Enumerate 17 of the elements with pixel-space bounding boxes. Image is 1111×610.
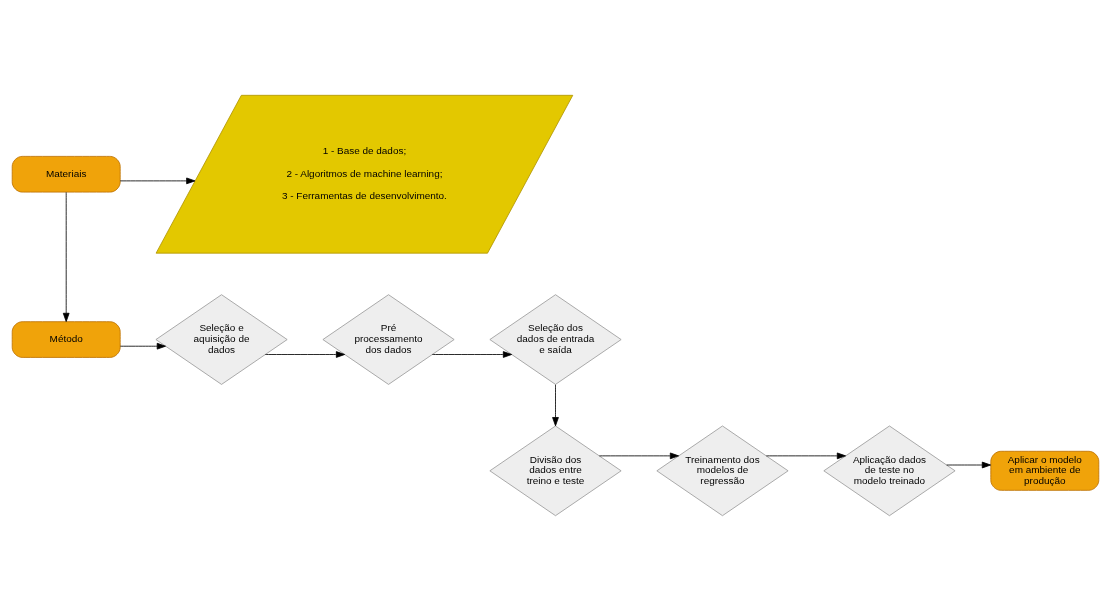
node-box: Método (11, 320, 121, 358)
arrow (946, 461, 991, 468)
node-diamond: Seleção dos dados de entrada e saída (489, 293, 622, 385)
arrow (265, 350, 346, 358)
arrow (431, 350, 513, 358)
node-diamond: Treinamento dos modelos de regressão (656, 425, 789, 516)
node-diamond: Aplicação dados de teste no modelo treinado (823, 425, 956, 516)
node-box: Materiais (11, 155, 121, 192)
arrow (119, 177, 196, 184)
arrow (62, 191, 70, 322)
arrow (119, 342, 166, 350)
node-diamond: Divisão dos dados entre treino e teste (489, 425, 622, 516)
arrow (598, 452, 680, 459)
arrow (552, 383, 559, 426)
node-box: Aplicar o modelo em ambiente de produção (990, 450, 1100, 491)
node-diamond: Pré processamento dos dados (322, 293, 455, 385)
arrow (765, 452, 846, 459)
